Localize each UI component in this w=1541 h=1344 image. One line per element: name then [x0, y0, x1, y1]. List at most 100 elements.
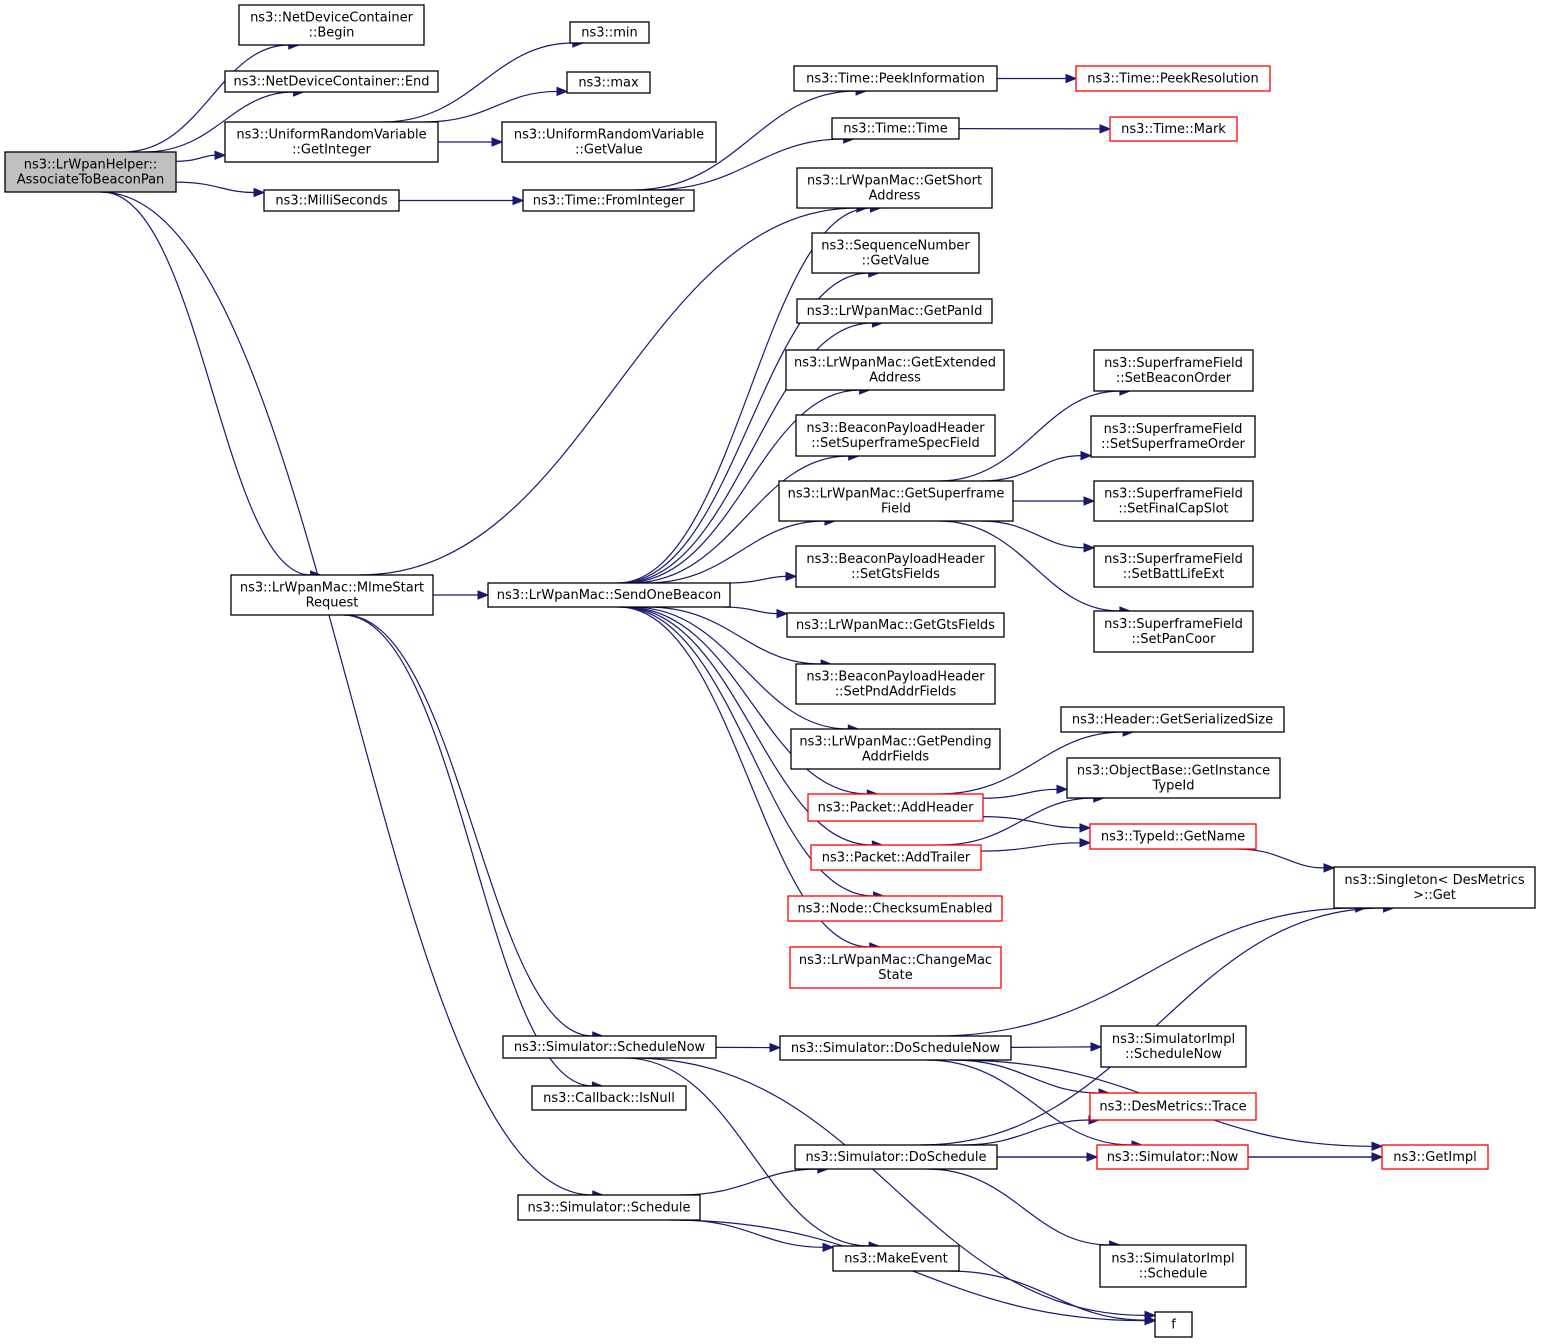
node-time[interactable]: ns3::Time::Time	[831, 117, 960, 140]
node-peekinfo[interactable]: ns3::Time::PeekInformation	[793, 65, 998, 92]
node-hdr_size[interactable]: ns3::Header::GetSerializedSize	[1060, 706, 1285, 733]
node-label-line: Address	[869, 371, 921, 386]
node-urv_getval[interactable]: ns3::UniformRandomVariable::GetValue	[501, 121, 717, 163]
node-setgts[interactable]: ns3::BeaconPayloadHeader::SetGtsFields	[795, 545, 996, 588]
edge-sendbeacon-to-addtrailer	[622, 606, 873, 846]
node-label-line: ns3::LrWpanMac::GetSuperframe	[788, 487, 1005, 502]
node-label-line: Field	[881, 502, 911, 517]
node-checksum[interactable]: ns3::Node::ChecksumEnabled	[787, 895, 1003, 922]
node-sf_bo[interactable]: ns3::SuperframeField::SetBeaconOrder	[1093, 349, 1254, 392]
node-f[interactable]: f	[1154, 1311, 1193, 1338]
node-singleton[interactable]: ns3::Singleton< DesMetrics>::Get	[1333, 866, 1536, 909]
node-root[interactable]: ns3::LrWpanHelper::AssociateToBeaconPan	[4, 151, 177, 193]
node-label-line: ::GetInteger	[292, 143, 371, 158]
node-simnow[interactable]: ns3::Simulator::Now	[1096, 1144, 1249, 1170]
node-box	[531, 1085, 687, 1111]
node-label-line: ns3::SimulatorImpl	[1112, 1032, 1235, 1047]
node-label-line: ns3::Time::FromInteger	[533, 194, 685, 209]
edge-arrowhead	[785, 571, 798, 582]
node-fromint[interactable]: ns3::Time::FromInteger	[522, 189, 695, 212]
node-label-line: ns3::UniformRandomVariable	[514, 128, 704, 143]
edge-arrowhead	[214, 150, 227, 160]
node-box	[1089, 1092, 1257, 1121]
node-box	[778, 480, 1014, 522]
edge-arrowhead	[1099, 124, 1112, 134]
node-min[interactable]: ns3::min	[569, 21, 650, 44]
node-label-line: ns3::LrWpanMac::SendOneBeacon	[497, 588, 721, 603]
edge-root-to-mlme	[101, 191, 311, 576]
edge-sendbeacon-to-checksum	[619, 606, 874, 897]
node-isnull[interactable]: ns3::Callback::IsNull	[531, 1085, 687, 1111]
edge-arrowhead	[1323, 863, 1336, 873]
node-sf_so[interactable]: ns3::SuperframeField::SetSuperframeOrder	[1090, 415, 1256, 458]
node-urv_getint[interactable]: ns3::UniformRandomVariable::GetInteger	[224, 121, 439, 163]
edge-sendbeacon-to-changemac	[618, 606, 870, 948]
node-mark[interactable]: ns3::Time::Mark	[1109, 116, 1238, 142]
node-max[interactable]: ns3::max	[566, 71, 651, 94]
node-schednow[interactable]: ns3::Simulator::ScheduleNow	[502, 1035, 717, 1059]
node-box	[502, 1035, 717, 1059]
node-doschednow[interactable]: ns3::Simulator::DoScheduleNow	[779, 1035, 1012, 1061]
node-box	[1093, 545, 1254, 588]
node-label-line: ns3::BeaconPayloadHeader	[806, 421, 985, 436]
node-label-line: ns3::Simulator::Now	[1107, 1150, 1239, 1165]
node-sf_fcs[interactable]: ns3::SuperframeField::SetFinalCapSlot	[1093, 480, 1254, 522]
node-desmetrics[interactable]: ns3::DesMetrics::Trace	[1089, 1092, 1257, 1121]
edge-arrowhead	[512, 195, 525, 206]
edge-sendbeacon-to-getgts	[723, 606, 778, 615]
node-addheader[interactable]: ns3::Packet::AddHeader	[807, 793, 984, 822]
edge-sendbeacon-to-setpnd	[647, 606, 822, 665]
edge-fromint-to-time	[650, 138, 844, 191]
node-label-line: ns3::MakeEvent	[844, 1252, 948, 1267]
node-sendbeacon[interactable]: ns3::LrWpanMac::SendOneBeacon	[487, 582, 731, 608]
node-simimpl_sn[interactable]: ns3::SimulatorImpl::ScheduleNow	[1100, 1025, 1247, 1068]
node-box	[1333, 866, 1536, 909]
node-ndc_end[interactable]: ns3::NetDeviceContainer::End	[224, 70, 439, 93]
node-simimpl_s[interactable]: ns3::SimulatorImpl::Schedule	[1099, 1244, 1247, 1288]
node-setpnd[interactable]: ns3::BeaconPayloadHeader::SetPndAddrFiel…	[795, 663, 996, 705]
node-sched[interactable]: ns3::Simulator::Schedule	[517, 1194, 701, 1221]
node-dosched[interactable]: ns3::Simulator::DoSchedule	[794, 1144, 998, 1170]
node-label-line: ns3::Time::PeekInformation	[806, 72, 985, 87]
node-label-line: ns3::Singleton< DesMetrics	[1344, 873, 1525, 888]
node-makeevent[interactable]: ns3::MakeEvent	[832, 1245, 960, 1272]
edge-sendbeacon-to-setgts	[729, 575, 787, 584]
node-box	[1100, 1025, 1247, 1068]
node-getgts[interactable]: ns3::LrWpanMac::GetGtsFields	[786, 612, 1005, 638]
node-millis[interactable]: ns3::MilliSeconds	[263, 189, 400, 212]
node-label-line: ns3::SimulatorImpl	[1111, 1252, 1234, 1267]
node-seqnum[interactable]: ns3::SequenceNumber::GetValue	[811, 232, 980, 274]
edge-schednow-to-f	[631, 1057, 1146, 1316]
node-getpanid[interactable]: ns3::LrWpanMac::GetPanId	[796, 298, 993, 324]
node-label-line: ns3::DesMetrics::Trace	[1099, 1100, 1246, 1115]
node-addtrailer[interactable]: ns3::Packet::AddTrailer	[810, 844, 982, 871]
edge-getsf-to-sf_ble	[980, 520, 1085, 549]
node-box	[4, 151, 177, 193]
node-peekres[interactable]: ns3::Time::PeekResolution	[1075, 65, 1271, 92]
node-setsfspec[interactable]: ns3::BeaconPayloadHeader::SetSuperframeS…	[795, 414, 996, 457]
node-ndc_begin[interactable]: ns3::NetDeviceContainer::Begin	[238, 4, 425, 46]
edge-getsf-to-sf_so	[981, 454, 1082, 482]
node-label-line: ns3::MilliSeconds	[275, 194, 388, 209]
node-label-line: ns3::NetDeviceContainer::End	[233, 75, 429, 90]
edge-arrowhead	[1371, 1152, 1384, 1162]
node-getimpl[interactable]: ns3::GetImpl	[1381, 1144, 1489, 1170]
node-tid_name[interactable]: ns3::TypeId::GetName	[1089, 823, 1257, 850]
edge-addheader-to-ob_tid	[982, 788, 1058, 799]
node-label-line: ns3::max	[578, 76, 639, 91]
edge-arrowhead	[776, 608, 789, 619]
node-label-line: ns3::Time::Mark	[1121, 122, 1226, 137]
node-sf_pc[interactable]: ns3::SuperframeField::SetPanCoor	[1093, 610, 1254, 653]
node-box	[795, 545, 996, 588]
node-box	[1109, 116, 1238, 142]
node-label-line: AddrFields	[862, 750, 930, 765]
node-sf_ble[interactable]: ns3::SuperframeField::SetBattLifeExt	[1093, 545, 1254, 588]
node-label-line: ns3::LrWpanMac::GetPanId	[807, 304, 983, 319]
